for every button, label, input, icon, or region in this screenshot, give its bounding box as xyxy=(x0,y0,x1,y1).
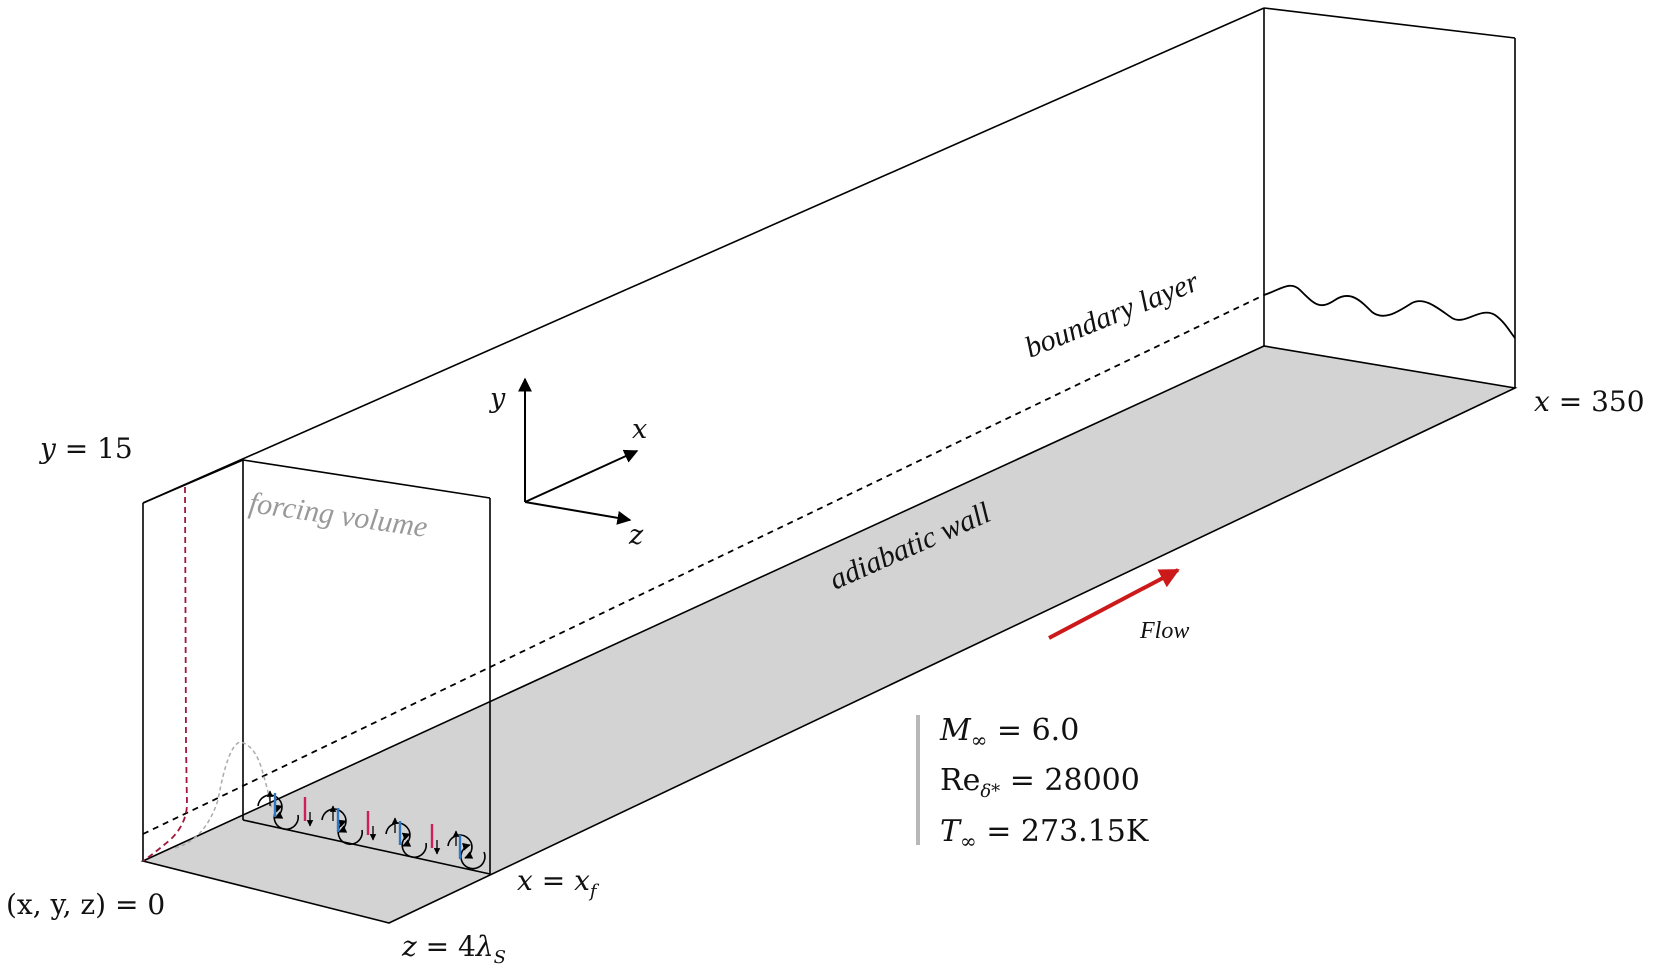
coordinate-axes xyxy=(518,377,639,525)
z-axis-arrow xyxy=(524,501,632,525)
x-forcing-label: x = xf xyxy=(517,864,600,902)
forcing-volume-label: forcing volume xyxy=(247,486,430,544)
y-top-label: y = 15 xyxy=(38,432,133,465)
y-axis-label: y xyxy=(489,383,506,414)
boundary-layer-line xyxy=(142,294,1265,835)
x-end-label: x = 350 xyxy=(1534,385,1645,418)
x-axis-label: x xyxy=(632,414,647,445)
inflow-profile-curve xyxy=(142,486,188,862)
mach-number: M∞ = 6.0 xyxy=(939,713,1079,752)
forcing-vortices xyxy=(257,794,486,870)
boundary-layer-label: boundary layer xyxy=(1020,265,1203,365)
domain-box xyxy=(142,7,1516,861)
z-end-label: z = 4λS xyxy=(401,930,506,968)
x-axis-arrow xyxy=(524,449,639,503)
forcing-velocity-marks xyxy=(273,793,462,859)
forcing-small-arrows xyxy=(266,790,460,855)
forcing-gaussian-curve xyxy=(174,741,273,849)
z-axis-label: z xyxy=(628,520,644,551)
adiabatic-wall-surface xyxy=(140,345,1518,924)
reynolds-number: Reδ* = 28000 xyxy=(940,763,1140,802)
flow-label: Flow xyxy=(1139,618,1189,644)
origin-label: (x, y, z) = 0 xyxy=(6,888,165,921)
freestream-temperature: T∞ = 273.15K xyxy=(940,814,1149,853)
flow-arrow xyxy=(1048,568,1180,640)
boundary-layer-wave xyxy=(1263,284,1516,339)
